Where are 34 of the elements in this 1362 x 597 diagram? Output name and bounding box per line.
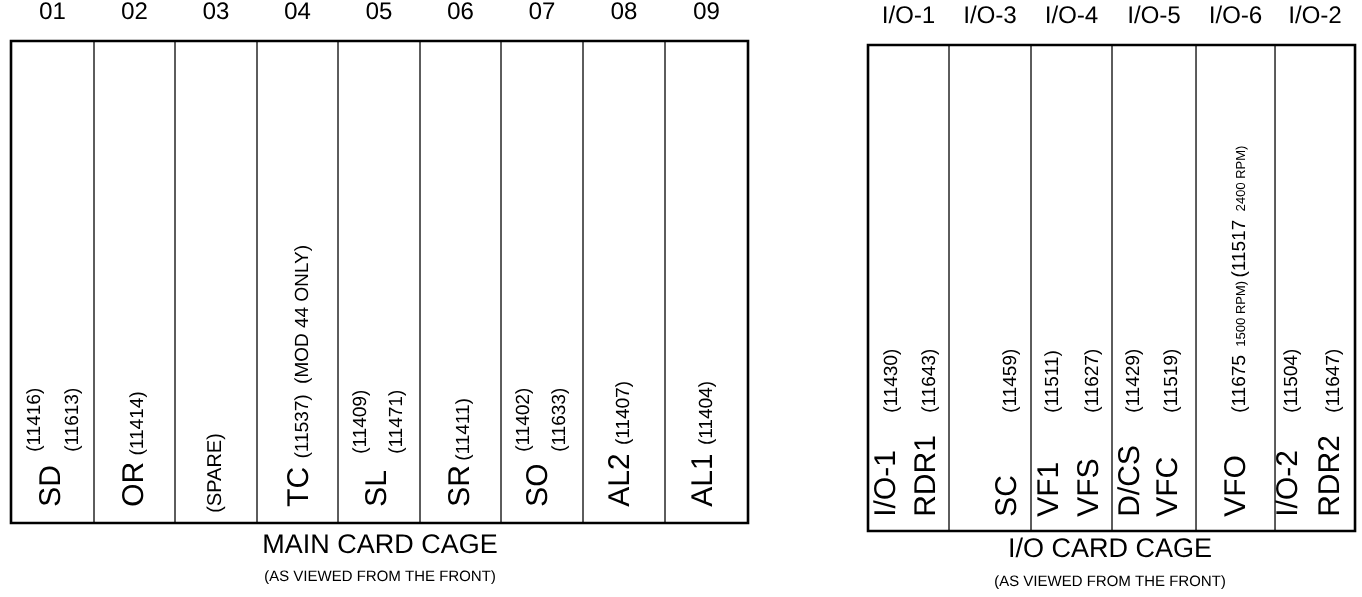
card-slot: I/O-6 VFO (11675 1500 RPM) (11517 2400 RPM) <box>1195 5 1276 532</box>
card-slot: 06 SR (11411) <box>419 2 502 524</box>
node-label: 07 <box>529 2 555 20</box>
node-label: 09 <box>694 2 719 20</box>
node-label: 03 <box>203 2 229 20</box>
card-slot: I/O-1 I/O-1 (11430) RDR1 (11643) <box>867 5 950 532</box>
node-label: 08 <box>611 2 637 20</box>
node-label: MAIN CARD CAGE <box>264 534 497 554</box>
node-label: I/O-1 <box>884 5 935 24</box>
node-label: I/O-4 <box>1047 5 1098 24</box>
node-label: (AS VIEWED FROM THE FRONT) <box>265 570 495 585</box>
card-slot: 02 OR (11414) <box>93 2 176 524</box>
card-slot: 07 SO (11402) (11633) <box>500 2 584 524</box>
node-label: 05 <box>366 2 392 20</box>
card-slot: 08 AL2 (11407) <box>582 2 666 524</box>
card-slot: 01 SD (11416) (11613) <box>10 2 95 524</box>
card-slot: 04 TC (11537) (MOD 44 ONLY) <box>256 2 339 524</box>
card-slot: 09 AL1 (11404) <box>664 2 749 524</box>
card-slot: I/O-2 I/O-2 (11504) RDR2 (11647) <box>1274 5 1356 532</box>
node-label: 06 <box>448 2 473 20</box>
node-label: I/O-3 <box>965 5 1016 24</box>
card-slot: 05 SL (11409) (11471) <box>337 2 421 524</box>
card-slot: 03 (SPARE) <box>174 2 258 524</box>
node-label: I/O CARD CAGE <box>1010 537 1211 558</box>
node-label: 04 <box>285 2 311 20</box>
node-label: (AS VIEWED FROM THE FRONT) <box>995 575 1225 590</box>
card-slot: I/O-3 SC (11459) <box>948 5 1032 532</box>
node-label: I/O-2 <box>1290 5 1341 24</box>
node-label: I/O-5 <box>1129 5 1180 24</box>
node-label: 01 <box>40 2 65 20</box>
card-slot: I/O-4 VF1 (11511) VFS (11627) <box>1030 5 1113 532</box>
node-label: I/O-6 <box>1211 5 1262 24</box>
node-label: 02 <box>122 2 147 20</box>
card-slot: I/O-5 D/CS (11429) VFC (11519) <box>1111 5 1197 532</box>
